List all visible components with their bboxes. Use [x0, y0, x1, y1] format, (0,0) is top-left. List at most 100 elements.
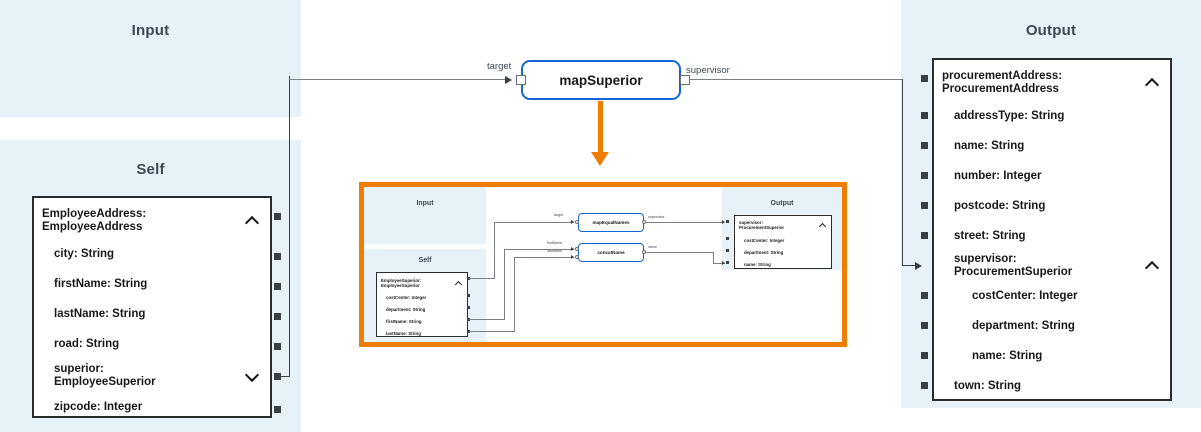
mini-pin-lastname[interactable] [575, 255, 579, 259]
port-self-firstname[interactable] [274, 283, 281, 290]
mini-label-supervisor: supervisor [648, 215, 665, 219]
mini-port-self-firstname[interactable] [467, 318, 470, 321]
port-output-costcenter[interactable] [921, 292, 928, 299]
mini-port-self-lastname[interactable] [467, 330, 470, 333]
wire-supervisor-in [902, 265, 920, 267]
mini-port-output-name[interactable] [726, 261, 729, 264]
output-field-number[interactable]: number: Integer [934, 170, 1170, 183]
mini-self-field-firstname[interactable]: firstName: String [377, 319, 467, 324]
self-field-lastname[interactable]: lastName: String [34, 308, 270, 321]
output-field-postcode[interactable]: postcode: String [934, 200, 1170, 213]
port-self-header[interactable] [274, 213, 281, 220]
chevron-up-icon[interactable] [820, 222, 826, 228]
mini-output-class-box[interactable]: supervisor: ProcurementSuperior costCent… [734, 215, 832, 269]
field-label: addressType: String [954, 110, 1065, 122]
field-label: zipcode: Integer [54, 401, 143, 413]
mini-wire-e-h2 [713, 263, 725, 264]
chevron-up-icon[interactable] [456, 280, 462, 286]
mini-port-self-header[interactable] [467, 277, 470, 280]
mini-lane-self-title: Self [418, 257, 432, 264]
mini-port-output-header[interactable] [726, 220, 729, 223]
output-class-box[interactable]: procurementAddress: ProcurementAddress a… [932, 58, 1172, 401]
mini-pin-supervisor[interactable] [642, 220, 646, 224]
field-label: firstName: String [386, 319, 422, 324]
mini-pin-name[interactable] [642, 250, 646, 254]
port-output-number[interactable] [921, 172, 928, 179]
output-field-addresstype[interactable]: addressType: String [934, 110, 1170, 123]
port-output-supname[interactable] [921, 352, 928, 359]
mini-output-field-name[interactable]: name: String [735, 262, 831, 267]
lane-output-title: Output [1025, 22, 1077, 39]
self-field-superior[interactable]: superior: EmployeeSuperior [34, 363, 270, 389]
lane-input [0, 0, 301, 117]
port-output-addresstype[interactable] [921, 112, 928, 119]
pin-target[interactable] [516, 75, 526, 85]
mini-self-class-box[interactable]: EmployeeSuperior: EmployeeSuperior costC… [376, 272, 468, 337]
port-self-superior[interactable] [274, 373, 281, 380]
mini-port-output-department[interactable] [726, 249, 729, 252]
self-field-city[interactable]: city: String [34, 248, 270, 261]
chevron-up-icon[interactable] [1146, 76, 1160, 90]
self-field-road[interactable]: road: String [34, 338, 270, 351]
mini-label-name: name [648, 245, 657, 249]
label-target: target [487, 61, 512, 72]
mini-self-header[interactable]: EmployeeSuperior: EmployeeSuperior [377, 278, 467, 288]
field-label: superior: EmployeeSuperior [54, 363, 156, 388]
mini-arrow-supervisor-out [722, 220, 725, 224]
mini-self-field-costcenter[interactable]: costCenter: Integer [377, 295, 467, 300]
field-label: number: Integer [954, 170, 1042, 182]
field-label: costCenter: Integer [386, 295, 427, 300]
port-self-zipcode[interactable] [274, 406, 281, 413]
port-output-postcode[interactable] [921, 202, 928, 209]
output-field-name[interactable]: name: String [934, 140, 1170, 153]
wire-supervisor-out [690, 79, 903, 81]
output-field-supervisor[interactable]: supervisor: ProcurementSuperior [934, 253, 1170, 279]
self-field-zipcode[interactable]: zipcode: Integer [34, 401, 270, 414]
output-field-town[interactable]: town: String [934, 380, 1170, 393]
mini-node-concat-name[interactable]: concatName [578, 243, 644, 262]
chevron-down-icon[interactable] [246, 369, 260, 383]
output-field-street[interactable]: street: String [934, 230, 1170, 243]
mini-port-self-department[interactable] [467, 306, 470, 309]
self-class-header-label: EmployeeAddress: EmployeeAddress [42, 208, 147, 233]
output-class-header[interactable]: procurementAddress: ProcurementAddress [934, 70, 1170, 96]
field-label: road: String [54, 338, 120, 350]
mini-node-map-equal-names[interactable]: mapEqualNames [578, 213, 644, 232]
mini-pin-firstname[interactable] [575, 247, 579, 251]
port-self-city[interactable] [274, 253, 281, 260]
port-self-lastname[interactable] [274, 313, 281, 320]
self-field-firstname[interactable]: firstName: String [34, 278, 270, 291]
port-output-department[interactable] [921, 322, 928, 329]
node-map-superior[interactable]: mapSuperior [521, 60, 681, 100]
self-class-header[interactable]: EmployeeAddress: EmployeeAddress [34, 208, 270, 234]
mini-label-firstname: firstName [547, 241, 563, 245]
mini-output-header-label: supervisor: ProcurementSuperior [739, 220, 785, 230]
mini-wire-a-h2 [494, 222, 574, 223]
mini-pin-target[interactable] [575, 220, 579, 224]
mini-wire-e-h1 [646, 252, 714, 253]
mini-port-output-costcenter[interactable] [726, 237, 729, 240]
port-output-town[interactable] [921, 382, 928, 389]
field-label: postcode: String [954, 200, 1046, 212]
mini-self-field-lastname[interactable]: lastName: String [377, 331, 467, 336]
mini-output-field-costcenter[interactable]: costCenter: Integer [735, 238, 831, 243]
mini-port-self-costcenter[interactable] [467, 294, 470, 297]
mini-self-field-department[interactable]: department: String [377, 307, 467, 312]
output-field-costcenter[interactable]: costCenter: Integer [934, 290, 1170, 303]
output-field-department[interactable]: department: String [934, 320, 1170, 333]
mini-output-field-department[interactable]: department: String [735, 250, 831, 255]
field-label: department: String [744, 250, 784, 255]
self-class-box[interactable]: EmployeeAddress: EmployeeAddress city: S… [32, 196, 272, 418]
port-output-header[interactable] [921, 75, 928, 82]
chevron-up-icon[interactable] [1146, 259, 1160, 273]
mini-output-header[interactable]: supervisor: ProcurementSuperior [735, 220, 831, 230]
mini-arrow-lastname [571, 255, 574, 259]
port-output-name[interactable] [921, 142, 928, 149]
output-field-supervisor-name[interactable]: name: String [934, 350, 1170, 363]
field-label: city: String [54, 248, 115, 260]
chevron-up-icon[interactable] [246, 214, 260, 228]
mini-lane-output-title: Output [770, 200, 794, 207]
port-self-road[interactable] [274, 343, 281, 350]
port-output-street[interactable] [921, 232, 928, 239]
pin-supervisor[interactable] [680, 75, 690, 85]
